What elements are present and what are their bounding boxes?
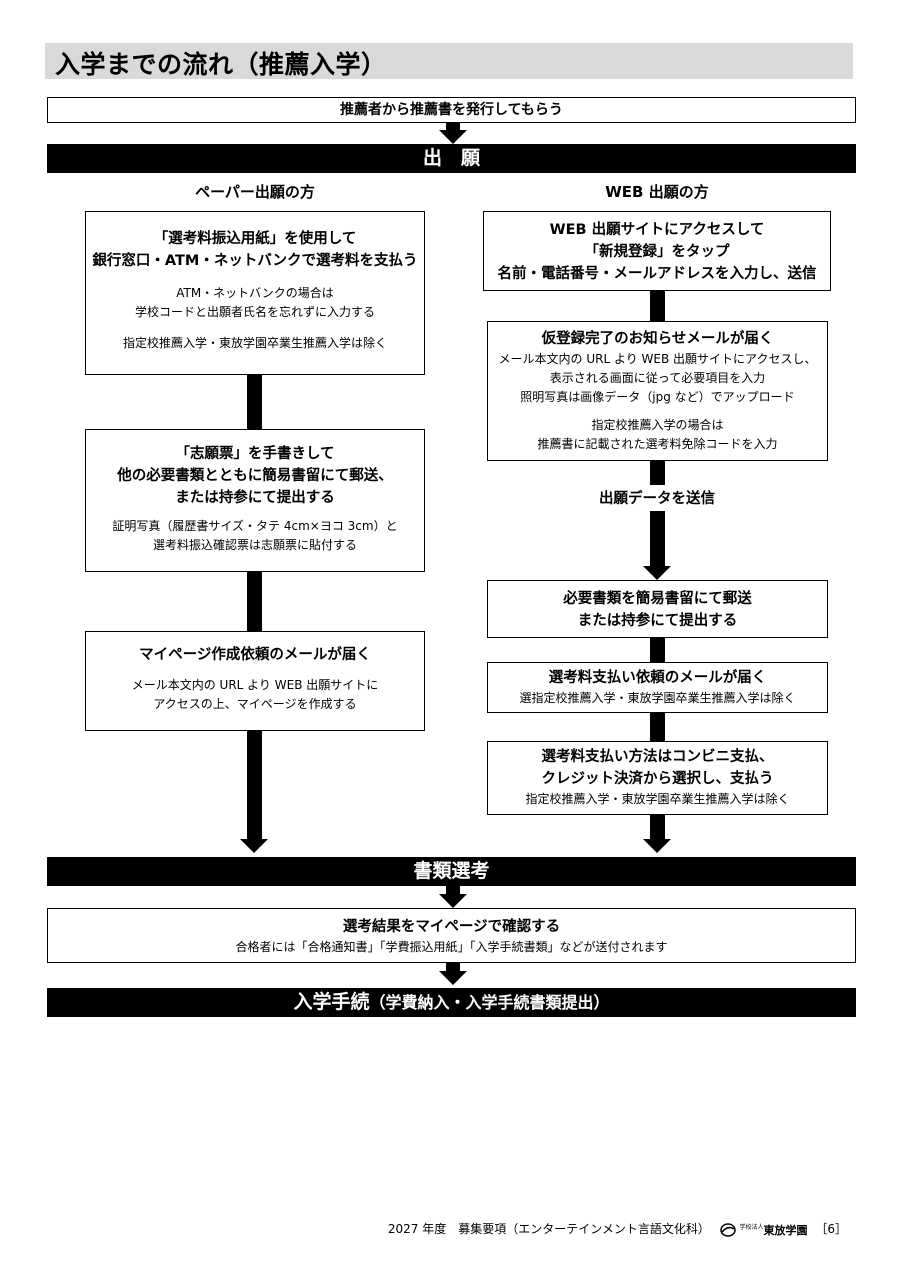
school-logo: 学校法人東放学園 [719,1222,808,1238]
web-step-provisional-mail: 仮登録完了のお知らせメールが届く メール本文内の URL より WEB 出願サイ… [487,321,828,461]
paper-step-application-form: 「志願票」を手書きして 他の必要書類とともに簡易書留にて郵送、 または持参にて提… [85,429,425,572]
web-send-arrow-head [643,566,671,580]
web-arrow-head [643,839,671,853]
paper-connector-1 [247,375,262,429]
enrollment-bar-sub: （学費納入・入学手続書類提出） [369,993,610,1012]
paper-connector-3 [247,731,262,839]
web-connector-3 [650,511,665,566]
web-connector-4 [650,638,665,662]
top-arrow-head [439,130,467,144]
web-step-payment-request-mail: 選考料支払い依頼のメールが届く 選指定校推薦入学・東放学園卒業生推薦入学は除く [487,662,828,713]
enrollment-bar: 入学手続（学費納入・入学手続書類提出） [47,988,856,1017]
school-logo-small: 学校法人 [739,1223,764,1231]
web-step-payment-method: 選考料支払い方法はコンビニ支払、 クレジット決済から選択し、支払う 指定校推薦入… [487,741,828,815]
paper-heading: ペーパー出願の方 [195,183,315,201]
school-logo-text: 東放学園 [763,1223,808,1237]
web-connector-1 [650,291,665,321]
recommendation-step-box: 推薦者から推薦書を発行してもらう [47,97,856,123]
page-number: ［6］ [815,1222,847,1236]
screening-arrow-head [439,894,467,908]
web-connector-6 [650,815,665,839]
top-arrow-shaft [446,123,460,130]
result-arrow-head [439,971,467,985]
page-title-bar: 入学までの流れ（推薦入学） [45,43,853,79]
page-title: 入学までの流れ（推薦入学） [55,50,387,79]
screening-bar-label: 書類選考 [413,860,490,882]
web-step-register: WEB 出願サイトにアクセスして 「新規登録」をタップ 名前・電話番号・メールア… [483,211,831,291]
paper-connector-2 [247,572,262,631]
screening-bar: 書類選考 [47,857,856,886]
result-box: 選考結果をマイページで確認する 合格者には「合格通知書」「学費振込用紙」「入学手… [47,908,856,963]
web-connector-2 [650,461,665,485]
application-bar: 出 願 [47,144,856,173]
school-logo-icon [719,1223,736,1237]
footer: 2027 年度 募集要項（エンターテインメント言語文化科） 学校法人東放学園 ［… [388,1220,847,1238]
web-send-label: 出願データを送信 [550,487,764,508]
result-arrow-shaft [446,963,460,971]
web-heading: WEB 出願の方 [605,183,709,201]
application-bar-label: 出 願 [422,147,480,169]
paper-arrow-head [240,839,268,853]
web-step-mail-documents: 必要書類を簡易書留にて郵送 または持参にて提出する [487,580,828,638]
recommendation-step-text: 推薦者から推薦書を発行してもらう [340,102,563,118]
web-connector-5 [650,713,665,741]
footer-text: 2027 年度 募集要項（エンターテインメント言語文化科） [387,1222,710,1236]
enrollment-bar-main: 入学手続 [293,991,370,1013]
screening-arrow-shaft [446,886,460,894]
paper-step-payment: 「選考料振込用紙」を使用して 銀行窓口・ATM・ネットバンクで選考料を支払う A… [85,211,425,375]
paper-step-mypage-mail: マイページ作成依頼のメールが届く メール本文内の URL より WEB 出願サイ… [85,631,425,731]
